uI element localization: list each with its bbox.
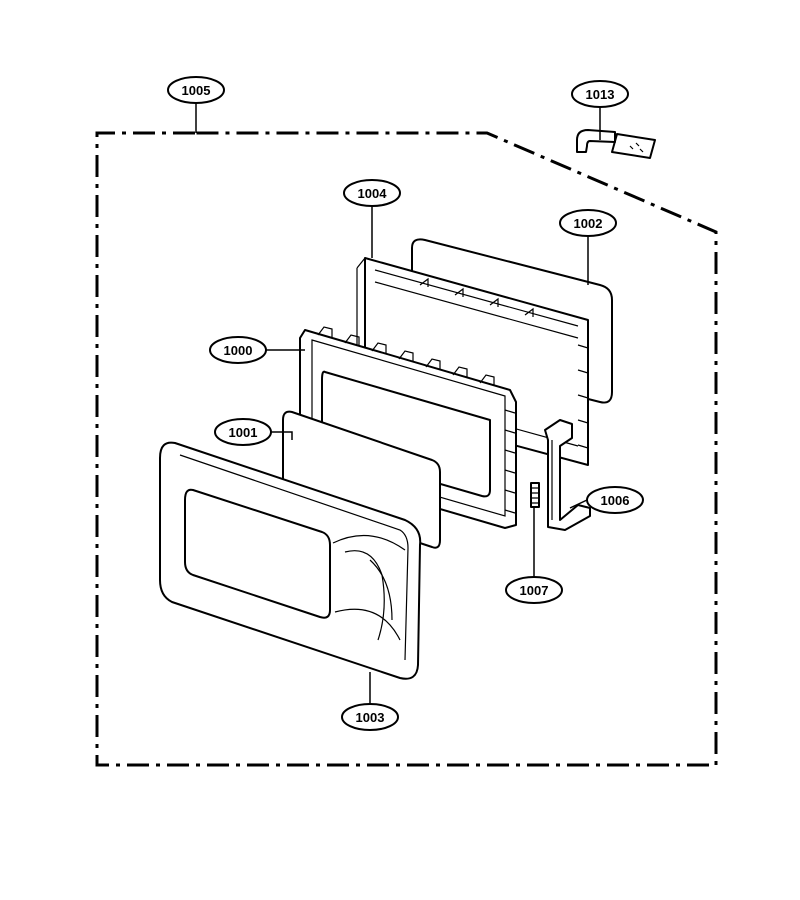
callout-1002: 1002 xyxy=(559,209,617,237)
callout-1000: 1000 xyxy=(209,336,267,364)
callout-1013: 1013 xyxy=(571,80,629,108)
callout-1006: 1006 xyxy=(586,486,644,514)
leader-1006 xyxy=(569,499,588,509)
svg-text:1006: 1006 xyxy=(601,493,630,508)
callout-1005: 1005 xyxy=(167,76,225,104)
svg-text:1000: 1000 xyxy=(224,343,253,358)
svg-text:1005: 1005 xyxy=(182,83,211,98)
svg-text:1007: 1007 xyxy=(520,583,549,598)
part-1003-door-cover xyxy=(159,441,422,680)
assembly-boundary-line xyxy=(95,131,718,767)
callout-1007: 1007 xyxy=(505,576,563,604)
part-1001-glass-panel xyxy=(282,410,441,549)
callout-1004: 1004 xyxy=(343,179,401,207)
svg-text:1001: 1001 xyxy=(229,425,258,440)
part-1013-hook-and-plate xyxy=(576,129,656,159)
svg-text:1003: 1003 xyxy=(356,710,385,725)
svg-text:1004: 1004 xyxy=(358,186,388,201)
svg-text:1013: 1013 xyxy=(586,87,615,102)
svg-text:1002: 1002 xyxy=(574,216,603,231)
leader-1001 xyxy=(271,431,293,440)
callout-1003: 1003 xyxy=(341,703,399,731)
callout-1001: 1001 xyxy=(214,418,272,446)
part-1007-spring xyxy=(530,482,540,508)
